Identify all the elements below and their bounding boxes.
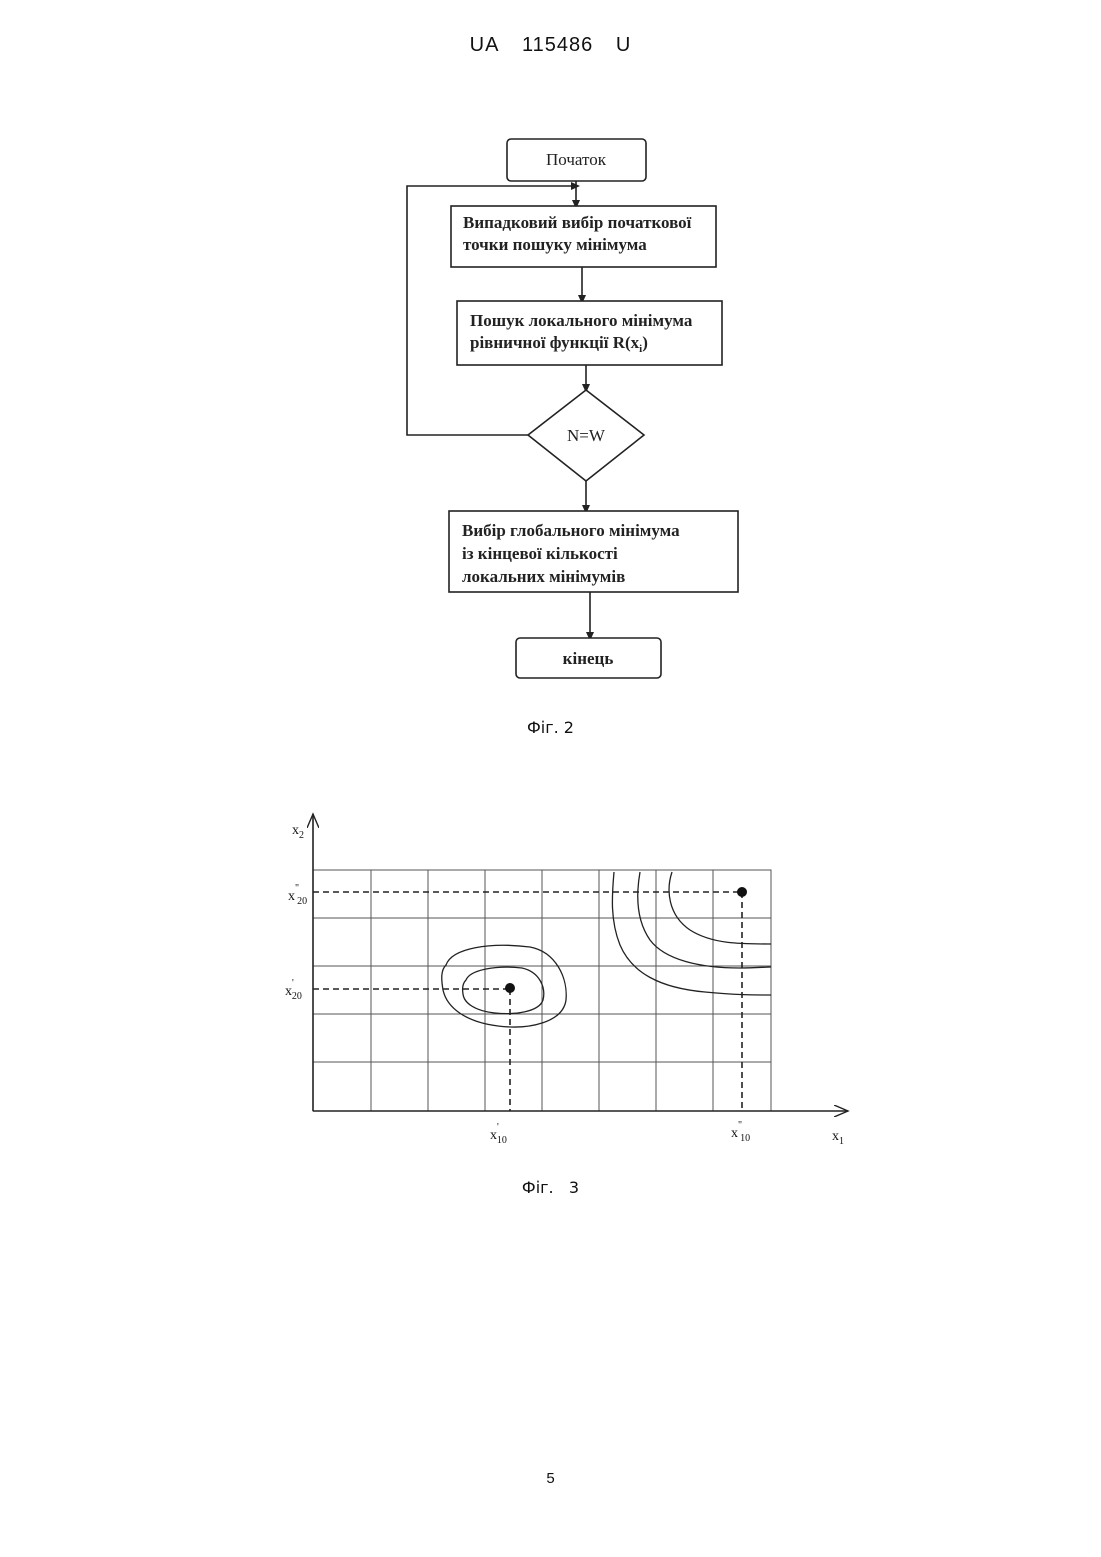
fig3-caption: Фіг. 3 bbox=[0, 1178, 1101, 1197]
start-terminal: Початок bbox=[507, 139, 646, 181]
page-number: 5 bbox=[0, 1470, 1101, 1487]
local-minimum-contours bbox=[442, 945, 566, 1027]
x20-double-prime-label: x"20 bbox=[288, 883, 307, 907]
end-terminal: кінець bbox=[516, 638, 661, 678]
dashed-guides bbox=[313, 892, 742, 1111]
step3-line1: Вибір глобального мінімума bbox=[462, 521, 680, 540]
fig2-caption: Фіг. 2 bbox=[0, 718, 1101, 737]
end-label: кінець bbox=[563, 649, 614, 668]
global-minimum-contours bbox=[612, 872, 771, 995]
step2-line1: Пошук локального мінімума bbox=[470, 311, 693, 330]
x2-axis-label: x2 bbox=[292, 823, 304, 841]
decision-label: N=W bbox=[567, 426, 606, 445]
global-minimum-box: Вибір глобального мінімума із кінцевої к… bbox=[449, 511, 738, 592]
step3-line2: із кінцевої кількості bbox=[462, 544, 618, 563]
flowchart: Початок Випадковий вибір початкової точк… bbox=[407, 139, 738, 678]
x10-double-prime-label: x"10 bbox=[731, 1120, 750, 1144]
x1-axis-label: x1 bbox=[832, 1129, 844, 1147]
x10-prime-label: x'10 bbox=[490, 1122, 507, 1146]
start-label: Початок bbox=[546, 150, 607, 169]
grid bbox=[313, 870, 771, 1111]
decision-diamond: N=W bbox=[528, 390, 644, 481]
step2-line2: рівничної функції R(xi) bbox=[470, 333, 648, 355]
step3-line3: локальних мінімумів bbox=[462, 567, 625, 586]
x20-prime-label: x'20 bbox=[285, 978, 302, 1002]
random-start-point-box: Випадковий вибір початкової точки пошуку… bbox=[451, 206, 716, 267]
local-minimum-point bbox=[505, 983, 515, 993]
step1-line1: Випадковий вибір початкової bbox=[463, 213, 692, 232]
local-minimum-search-box: Пошук локального мінімума рівничної функ… bbox=[457, 301, 722, 365]
contour-plot: x2 x1 x'10 x"10 x'20 x"20 bbox=[285, 814, 848, 1147]
step1-line2: точки пошуку мінімума bbox=[463, 235, 647, 254]
global-minimum-point bbox=[737, 887, 747, 897]
